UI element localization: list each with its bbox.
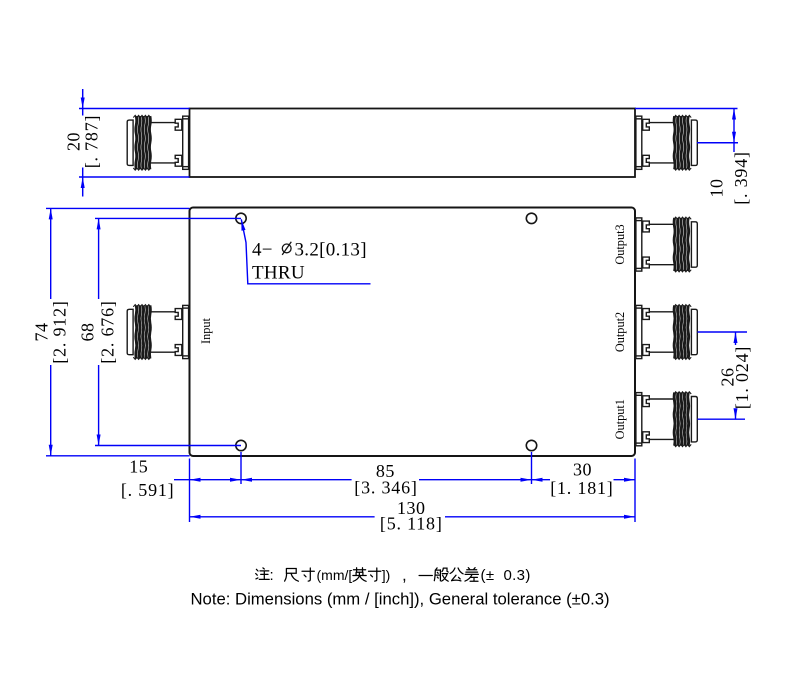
svg-text:Input: Input: [199, 317, 213, 344]
svg-text:[. 394]: [. 394]: [731, 151, 751, 205]
svg-text:74: 74: [31, 323, 51, 342]
svg-text:(mm/[: (mm/[: [317, 567, 353, 583]
svg-text:[5. 118]: [5. 118]: [380, 513, 443, 533]
svg-text:,: ,: [402, 566, 407, 585]
svg-text:30: 30: [573, 460, 592, 480]
svg-text:26: 26: [718, 368, 738, 387]
svg-text:3.2[0.13]: 3.2[0.13]: [295, 239, 367, 260]
svg-text:(± 0.3): (± 0.3): [481, 567, 531, 584]
svg-text:[1. 024]: [1. 024]: [732, 346, 752, 409]
svg-text:130: 130: [397, 498, 426, 518]
svg-text:[3. 346]: [3. 346]: [354, 478, 417, 498]
svg-text:4−: 4−: [252, 239, 273, 260]
svg-text:10: 10: [706, 179, 726, 198]
svg-text:68: 68: [77, 323, 97, 342]
svg-text:15: 15: [129, 457, 148, 477]
svg-text:]): ]): [382, 567, 391, 583]
svg-text:Output1: Output1: [613, 399, 627, 439]
svg-text:[2. 676]: [2. 676]: [97, 300, 117, 363]
svg-text:Note: Dimensions (mm / [inch]): Note: Dimensions (mm / [inch]), General …: [191, 590, 610, 609]
svg-text:[2. 912]: [2. 912]: [49, 300, 69, 363]
svg-text:Output2: Output2: [613, 312, 627, 352]
svg-text:85: 85: [376, 461, 395, 481]
svg-text:20: 20: [64, 132, 84, 151]
svg-text:[. 591]: [. 591]: [121, 480, 175, 500]
svg-text:[1. 181]: [1. 181]: [550, 478, 613, 498]
svg-text:[. 787]: [. 787]: [82, 115, 102, 169]
svg-text::: :: [270, 567, 274, 584]
svg-text:THRU: THRU: [252, 262, 305, 283]
svg-text:Output3: Output3: [613, 224, 627, 264]
